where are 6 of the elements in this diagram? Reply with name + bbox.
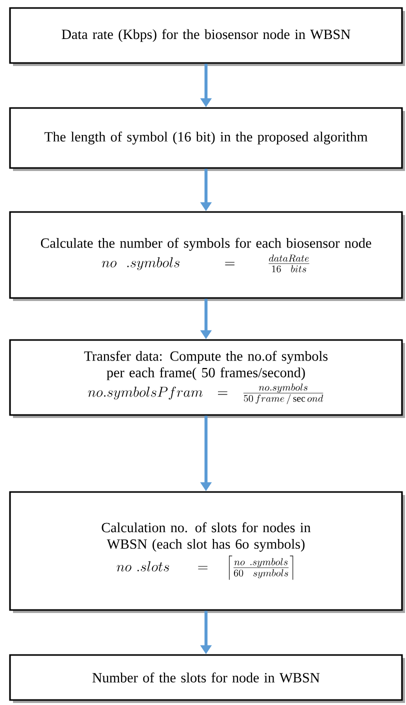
process-box: Calculate the number of symbols for each biosensor node $no\ \ .symbols \qquad = \;\frac{dataRate}{16\ \ bits}$ [9,211,405,301]
process-box: Number of the slots for node in WBSN [9,654,405,703]
process-box: Calculation no. of slots for nodes in WBSN (each slot has 6o symbols) $no\ .slots \ \ = \left\lceil \frac{no\ .symbols}{60\ \ symbols} \right\rceil$ [9,491,405,613]
process-box: The length of symbol (16 bit) in the proposed algorithm [9,107,405,171]
process-box: Transfer data: Compute the no.of symbols per each frame( 50 frames/second) $no.symbolsPfram = \frac{no.symbols}{50\,frame\,/\,\mathrm{sec}\,ond}$ [9,339,405,418]
process-box: Data rate (Kbps) for the biosensor node in WBSN [9,7,405,66]
